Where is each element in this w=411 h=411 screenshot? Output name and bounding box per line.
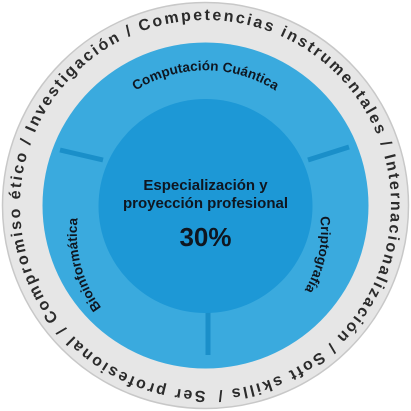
center-title-line-1: Especialización y (143, 177, 268, 194)
inner-circle (98, 99, 313, 313)
center-title-line-2: proyección profesional (123, 195, 288, 212)
area-dividers (59, 144, 350, 355)
center-percentage: 30% (179, 222, 231, 252)
